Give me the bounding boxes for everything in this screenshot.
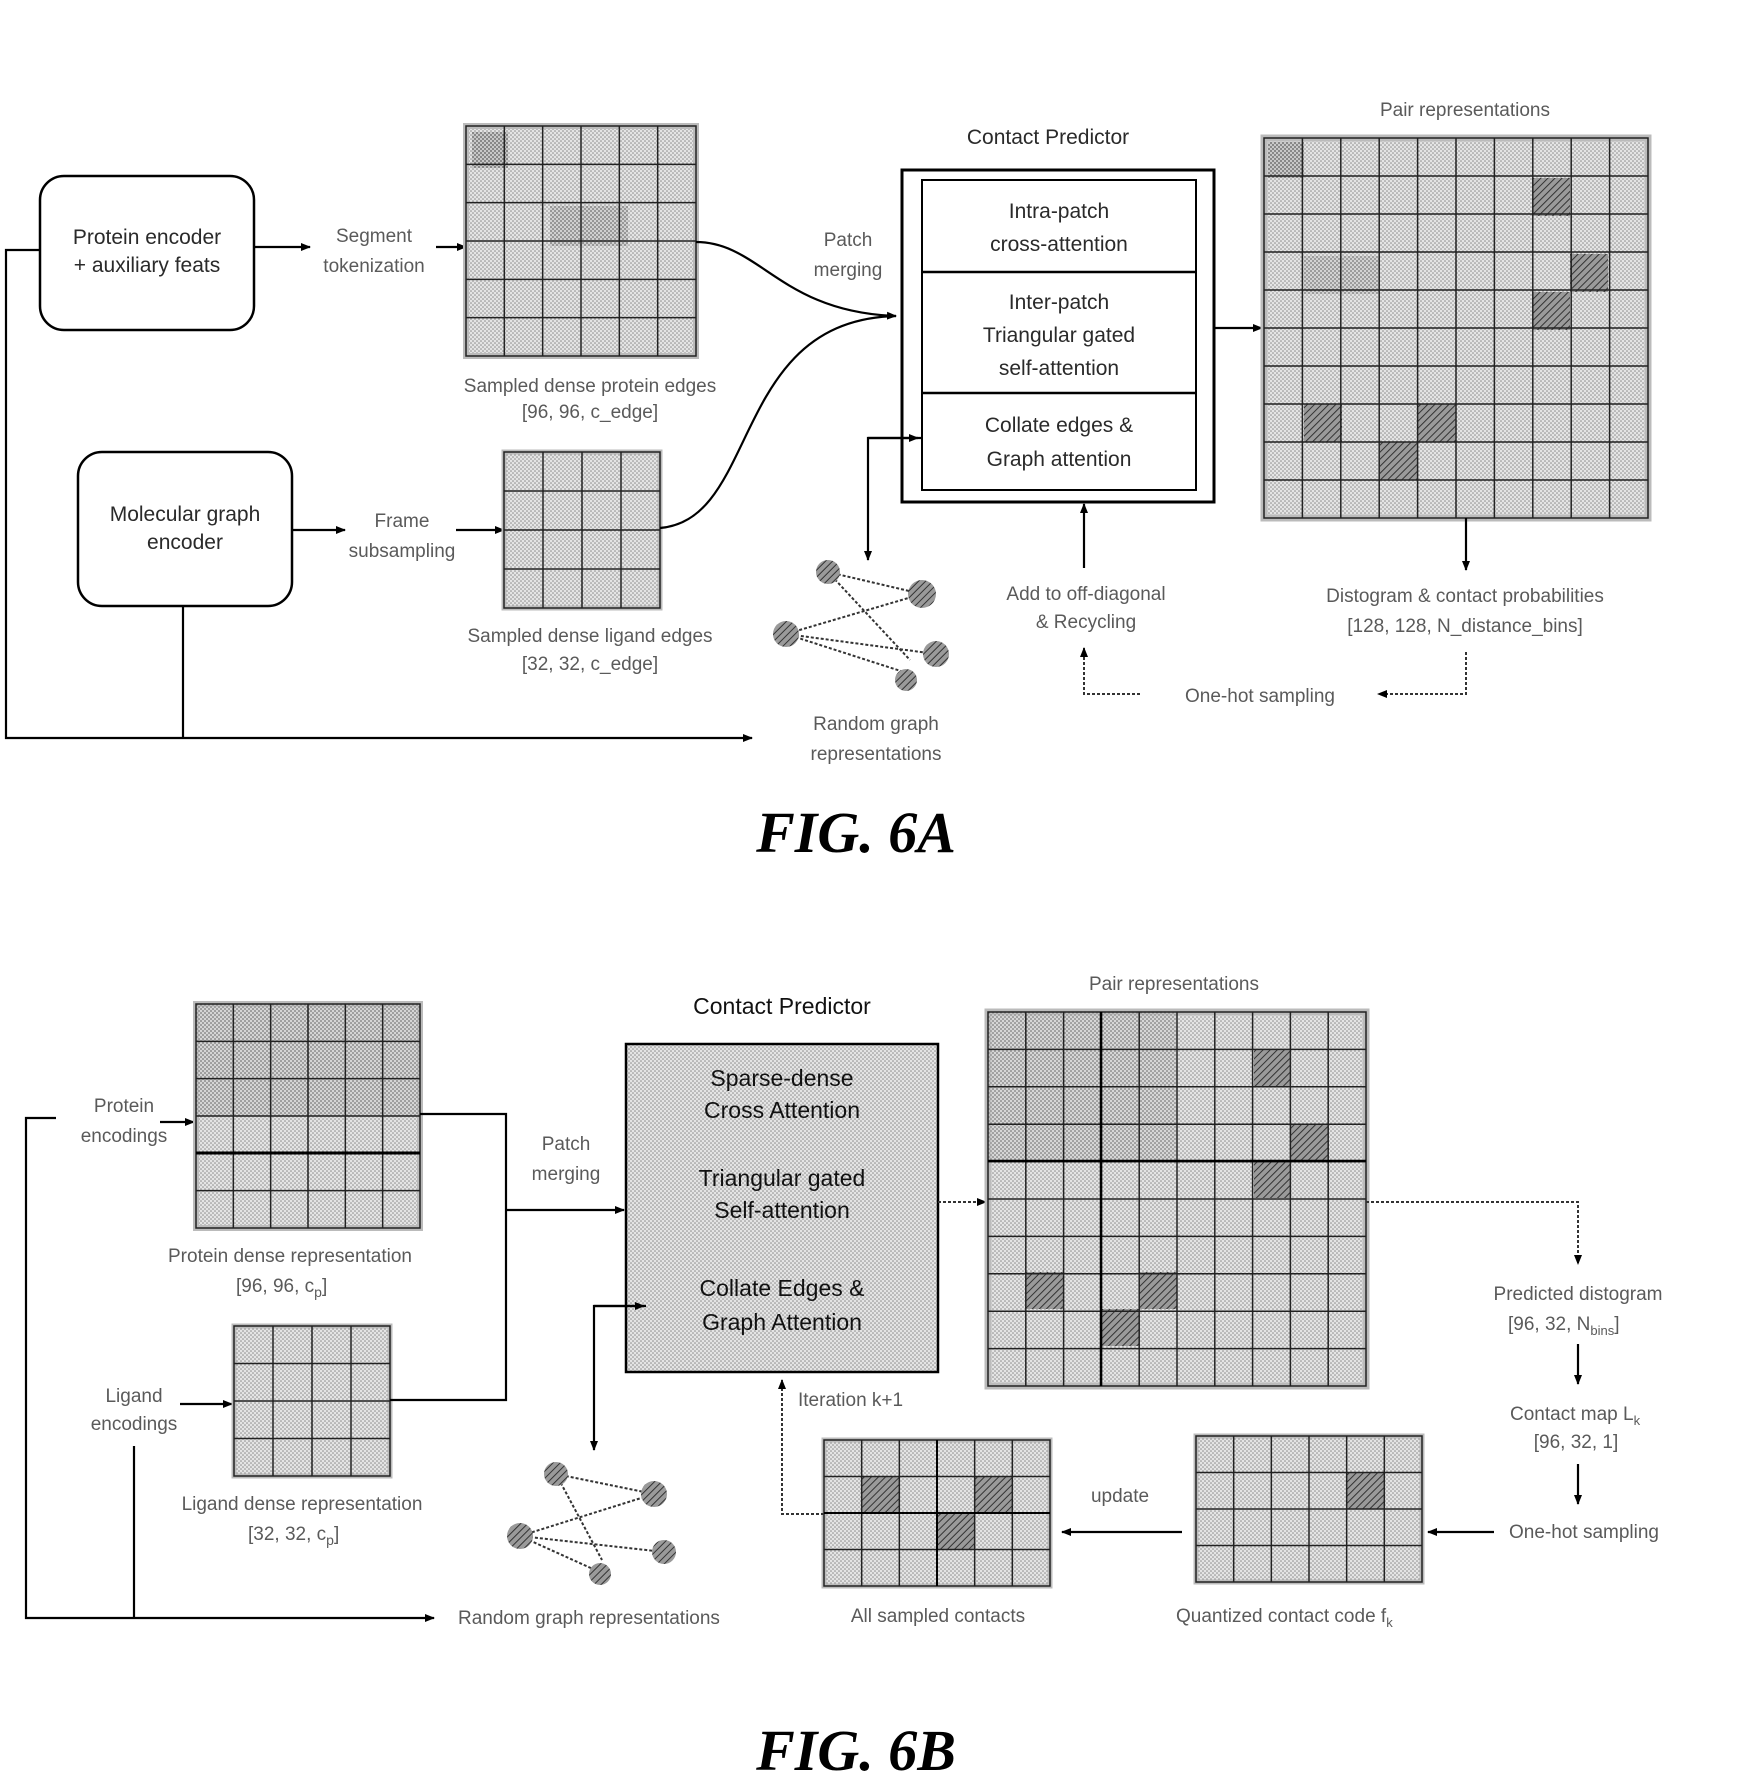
one-hot-sampling-6a: One-hot sampling — [1185, 686, 1335, 707]
iteration-label: Iteration k+1 — [798, 1390, 903, 1411]
predicted-distogram-line2: [96, 32, Nbins] — [1508, 1314, 1620, 1338]
protein-encodings-line2: encodings — [81, 1126, 168, 1147]
curve-ligand-to-predictor — [659, 314, 897, 530]
grid-lines — [1195, 1435, 1423, 1583]
distogram-label-line2: [128, 128, N_distance_bins] — [1347, 616, 1583, 637]
update-label: update — [1091, 1486, 1149, 1507]
arrow-distogram-to-onehot — [1377, 652, 1467, 698]
merge-bracket — [390, 1112, 508, 1402]
segment-tokenization-line2: tokenization — [323, 256, 424, 277]
cp6a-block1-line1: Intra-patch — [1009, 200, 1109, 223]
contact-predictor-title-6a: Contact Predictor — [967, 126, 1129, 149]
grid-lines — [1263, 137, 1649, 519]
fig-6b: Protein encodings Protein dense represen… — [24, 974, 1663, 1783]
patch-merging-6b-line1: Patch — [542, 1134, 591, 1155]
cp6a-block2-line3: self-attention — [999, 357, 1119, 380]
contact-predictor-box-6b — [624, 1042, 940, 1374]
arrow-onehot-to-add — [1080, 647, 1140, 695]
arrow-iteration-loop — [778, 1379, 824, 1515]
protein-edges-label-line1: Sampled dense protein edges — [464, 376, 716, 397]
quantized-label: Quantized contact code fk — [1176, 1606, 1393, 1630]
frame-subsampling-line1: Frame — [375, 511, 430, 532]
one-hot-sampling-6b: One-hot sampling — [1509, 1522, 1659, 1543]
molecular-encoder-box — [76, 450, 294, 608]
protein-encoder-line2: + auxiliary feats — [74, 254, 221, 277]
cp6b-block3-line2: Graph Attention — [702, 1309, 862, 1335]
pair-repr-title-6b: Pair representations — [1089, 974, 1259, 995]
contact-map-line2: [96, 32, 1] — [1534, 1432, 1619, 1453]
pair-repr-grid-6a — [1260, 134, 1652, 522]
protein-dense-label-line1: Protein dense representation — [168, 1246, 412, 1267]
fig-6a-caption: FIG. 6A — [755, 800, 956, 865]
all-sampled-label: All sampled contacts — [851, 1606, 1025, 1627]
random-graph-6b-label: Random graph representations — [458, 1608, 720, 1629]
ligand-edges-label-line1: Sampled dense ligand edges — [467, 626, 712, 647]
line-encoder-to-graph-6a — [4, 248, 753, 742]
cp6a-block2-line2: Triangular gated — [983, 324, 1135, 347]
contact-predictor-outer-6a — [900, 168, 1216, 504]
ligand-edges-grid — [501, 449, 663, 611]
protein-edges-label-line2: [96, 96, c_edge] — [522, 402, 658, 423]
add-offdiag-line1: Add to off-diagonal — [1006, 584, 1165, 605]
frame-subsampling-line2: subsampling — [349, 541, 456, 562]
pair-repr-grid-6b — [984, 1008, 1370, 1390]
line-encodings-to-graph-6b — [24, 1116, 435, 1622]
cp6b-block2-line2: Self-attention — [714, 1197, 850, 1223]
all-sampled-grid — [821, 1437, 1053, 1589]
cp6a-block3-line1: Collate edges & — [985, 414, 1133, 437]
cp6b-block2-line1: Triangular gated — [699, 1165, 866, 1191]
pair-repr-title-6a: Pair representations — [1380, 100, 1550, 121]
grid-lines — [233, 1325, 391, 1477]
patch-merging-6b-line2: merging — [532, 1164, 601, 1185]
curve-protein-to-predictor — [695, 240, 897, 320]
ligand-dense-grid — [231, 1323, 393, 1479]
random-graph-6a-line1: Random graph — [813, 714, 939, 735]
protein-encoder-box — [38, 174, 256, 332]
cp6b-block1-line2: Cross Attention — [704, 1097, 860, 1123]
cp6a-block3-line2: Graph attention — [987, 448, 1132, 471]
cp6b-block3-line1: Collate Edges & — [700, 1275, 865, 1301]
protein-encoder-line1: Protein encoder — [73, 226, 221, 249]
ligand-dense-label-line1: Ligand dense representation — [182, 1494, 423, 1515]
molecular-encoder-line2: encoder — [147, 531, 223, 554]
contact-predictor-inner-6a — [921, 179, 1197, 491]
protein-dense-label-line2: [96, 96, cp] — [236, 1276, 327, 1300]
predicted-distogram-line1: Predicted distogram — [1494, 1284, 1663, 1305]
fig-6a: Protein encoder + auxiliary feats Segmen… — [4, 100, 1652, 865]
segment-tokenization-line1: Segment — [336, 226, 413, 247]
fig-6b-caption: FIG. 6B — [755, 1718, 956, 1783]
distogram-label-line1: Distogram & contact probabilities — [1326, 586, 1604, 607]
protein-encodings-line1: Protein — [94, 1096, 154, 1117]
random-graph-6a-line2: representations — [811, 744, 942, 765]
cp6b-block1-line1: Sparse-dense — [710, 1065, 853, 1091]
patch-merging-line2: merging — [814, 260, 883, 281]
ligand-encodings-line1: Ligand — [105, 1386, 162, 1407]
arrow-pair-to-distogram-6b — [1366, 1201, 1582, 1265]
random-graph-6b — [507, 1462, 676, 1585]
protein-edges-grid — [463, 123, 699, 359]
ligand-encodings-line2: encodings — [91, 1414, 178, 1435]
ligand-edges-label-line2: [32, 32, c_edge] — [522, 654, 658, 675]
patch-merging-line1: Patch — [824, 230, 873, 251]
grid-lines — [465, 125, 697, 357]
molecular-encoder-line1: Molecular graph — [110, 503, 261, 526]
cp6a-block2-line1: Inter-patch — [1009, 291, 1109, 314]
ligand-dense-label-line2: [32, 32, cp] — [248, 1524, 339, 1548]
grid-lines — [503, 451, 661, 609]
contact-predictor-title-6b: Contact Predictor — [693, 993, 871, 1019]
contact-map-line1: Contact map Lk — [1510, 1404, 1641, 1428]
protein-dense-grid — [193, 1001, 423, 1231]
random-graph-6a — [773, 560, 949, 691]
add-offdiag-line2: & Recycling — [1036, 612, 1136, 633]
cp6a-block1-line2: cross-attention — [990, 233, 1128, 256]
grid-lines — [195, 1003, 421, 1229]
quantized-contact-grid — [1193, 1433, 1425, 1585]
grid-lines — [987, 1011, 1367, 1387]
